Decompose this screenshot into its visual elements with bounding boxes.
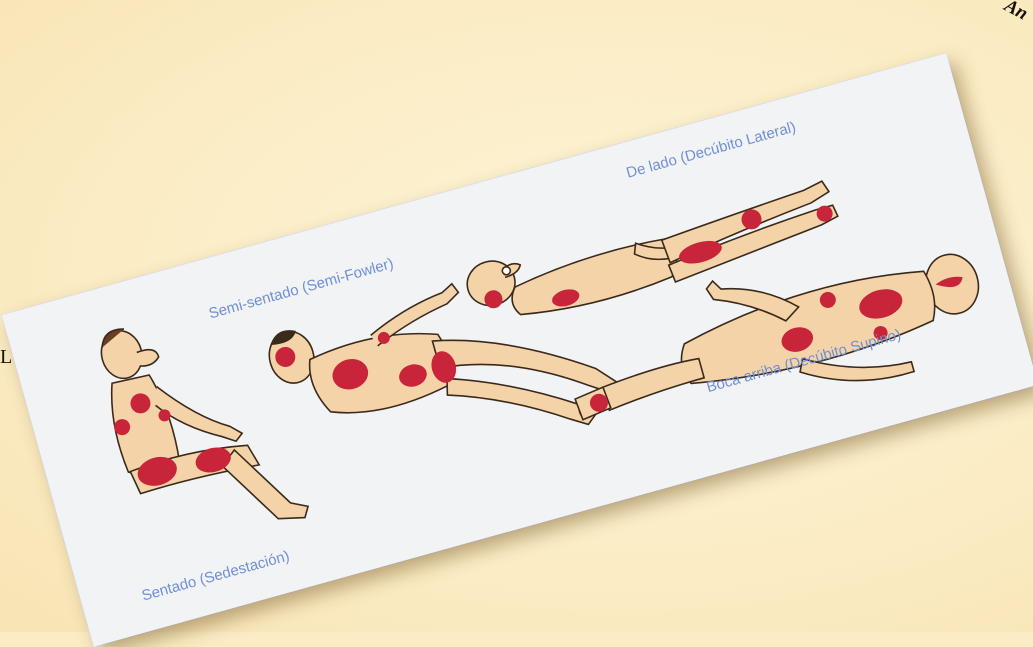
- legs: [602, 357, 706, 410]
- figure-sentado: [89, 293, 311, 560]
